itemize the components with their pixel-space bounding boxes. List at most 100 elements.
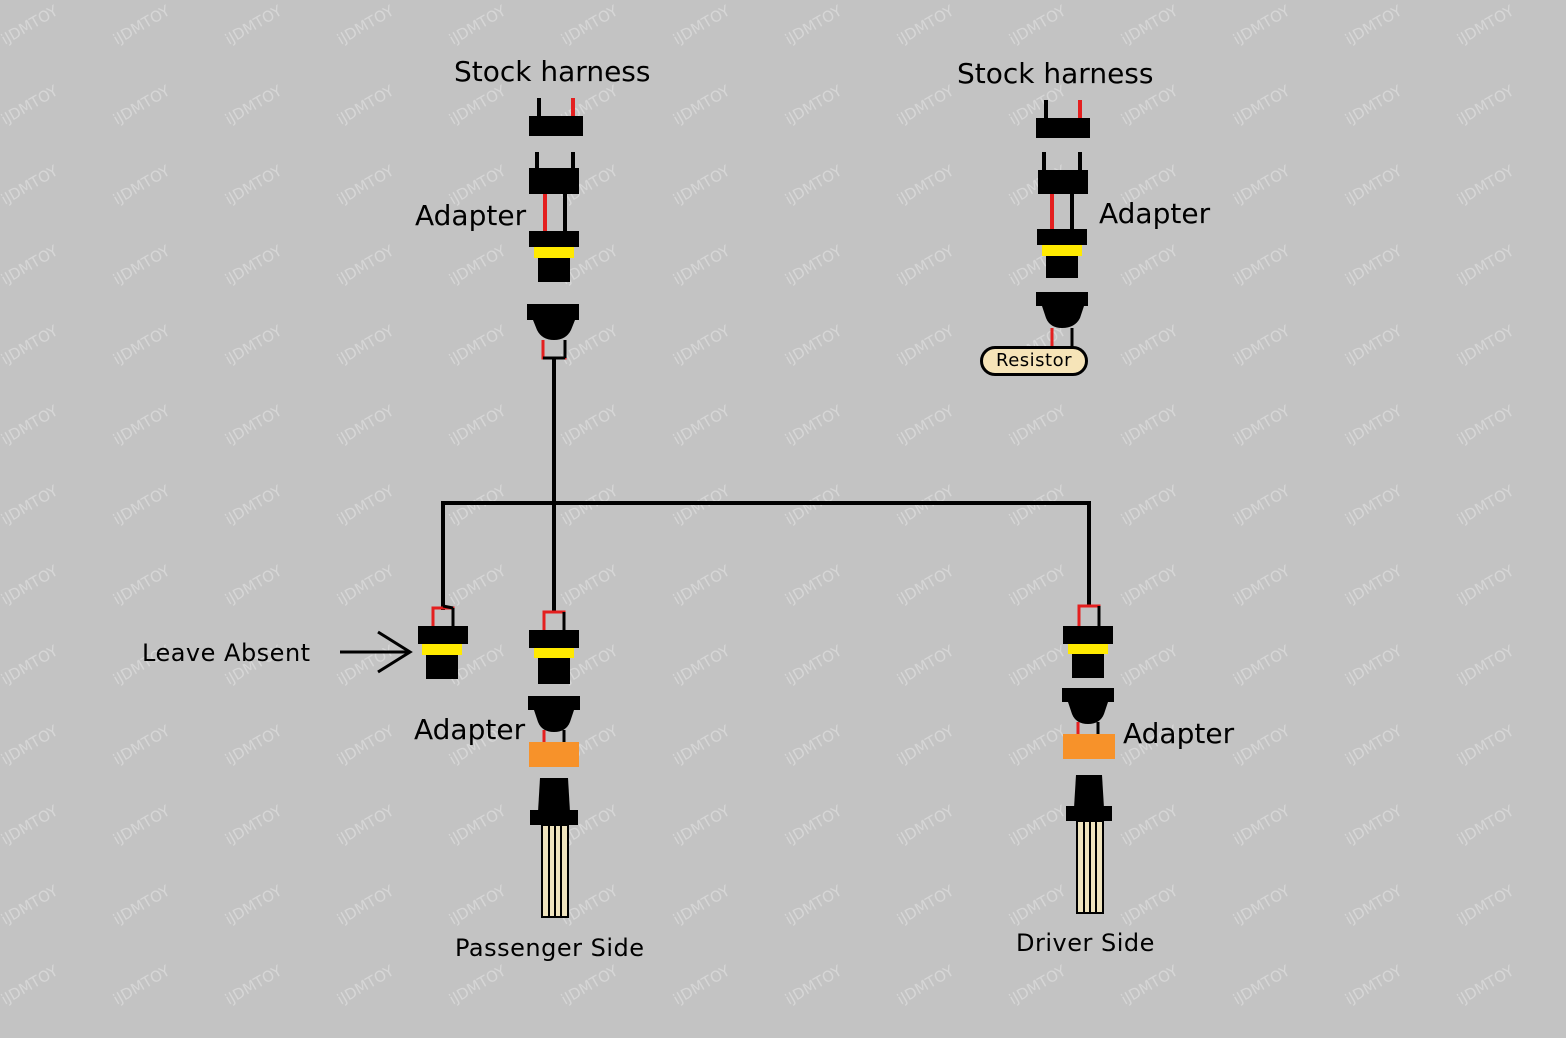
socket-connector-left-top — [527, 304, 579, 360]
watermark-text: iJDMTOY — [1454, 401, 1518, 448]
watermark-text: iJDMTOY — [1342, 1, 1406, 48]
watermark-text: iJDMTOY — [222, 81, 286, 128]
watermark-text: iJDMTOY — [782, 561, 846, 608]
watermark-text: iJDMTOY — [1454, 481, 1518, 528]
watermark-text: iJDMTOY — [222, 1, 286, 48]
watermark-text: iJDMTOY — [1230, 161, 1294, 208]
watermark-text: iJDMTOY — [1006, 721, 1070, 768]
watermark-text: iJDMTOY — [670, 561, 734, 608]
watermark-text: iJDMTOY — [558, 401, 622, 448]
watermark-text: iJDMTOY — [1342, 801, 1406, 848]
watermark-text: iJDMTOY — [670, 881, 734, 928]
watermark-text: iJDMTOY — [222, 241, 286, 288]
watermark-text: iJDMTOY — [1118, 401, 1182, 448]
adapter-connector-left-top — [529, 152, 579, 282]
watermark-text: iJDMTOY — [1230, 801, 1294, 848]
watermark-text: iJDMTOY — [1454, 801, 1518, 848]
watermark-text: iJDMTOY — [0, 881, 62, 928]
watermark-text: iJDMTOY — [1454, 561, 1518, 608]
watermark-text: iJDMTOY — [670, 801, 734, 848]
watermark-text: iJDMTOY — [1454, 241, 1518, 288]
watermark-text: iJDMTOY — [670, 641, 734, 688]
watermark-text: iJDMTOY — [1118, 1, 1182, 48]
watermark-text: iJDMTOY — [670, 321, 734, 368]
watermark-text: iJDMTOY — [1118, 641, 1182, 688]
watermark-text: iJDMTOY — [334, 241, 398, 288]
watermark-text: iJDMTOY — [0, 961, 62, 1008]
watermark-text: iJDMTOY — [670, 81, 734, 128]
watermark-text: iJDMTOY — [222, 881, 286, 928]
leave-absent-connector — [418, 604, 468, 679]
watermark-text: iJDMTOY — [894, 801, 958, 848]
watermark-text: iJDMTOY — [334, 561, 398, 608]
watermark-text: iJDMTOY — [894, 641, 958, 688]
socket-connector-right-top — [1036, 292, 1088, 348]
watermark-text: iJDMTOY — [894, 321, 958, 368]
watermark-text: iJDMTOY — [222, 321, 286, 368]
watermark-text: iJDMTOY — [1006, 1, 1070, 48]
watermark-text: iJDMTOY — [446, 561, 510, 608]
watermark-text: iJDMTOY — [446, 81, 510, 128]
watermark-text: iJDMTOY — [334, 961, 398, 1008]
watermark-text: iJDMTOY — [0, 321, 62, 368]
watermark-text: iJDMTOY — [1454, 321, 1518, 368]
adapter-label-right-top: Adapter — [1099, 197, 1211, 230]
watermark-text: iJDMTOY — [670, 721, 734, 768]
watermark-text: iJDMTOY — [0, 241, 62, 288]
watermark-text: iJDMTOY — [670, 241, 734, 288]
watermark-text: iJDMTOY — [334, 81, 398, 128]
watermark-text: iJDMTOY — [1118, 881, 1182, 928]
stock-harness-connector-left — [529, 98, 583, 136]
watermark-text: iJDMTOY — [782, 881, 846, 928]
wire-harness — [441, 358, 1091, 612]
watermark-text: iJDMTOY — [0, 81, 62, 128]
watermark-text: iJDMTOY — [1118, 961, 1182, 1008]
watermark-text: iJDMTOY — [1118, 561, 1182, 608]
watermark-text: iJDMTOY — [1342, 81, 1406, 128]
watermark-text: iJDMTOY — [446, 241, 510, 288]
watermark-text: iJDMTOY — [0, 561, 62, 608]
watermark-text: iJDMTOY — [670, 961, 734, 1008]
watermark-text: iJDMTOY — [0, 1, 62, 48]
watermark-text: iJDMTOY — [782, 401, 846, 448]
watermark-text: iJDMTOY — [1230, 1, 1294, 48]
watermark-text: iJDMTOY — [782, 81, 846, 128]
watermark-text: iJDMTOY — [110, 241, 174, 288]
watermark-text: iJDMTOY — [894, 961, 958, 1008]
watermark-text: iJDMTOY — [110, 1, 174, 48]
watermark-text: iJDMTOY — [110, 161, 174, 208]
watermark-text: iJDMTOY — [446, 401, 510, 448]
watermark-text: iJDMTOY — [1006, 881, 1070, 928]
watermark-text: iJDMTOY — [1006, 961, 1070, 1008]
watermark-text: iJDMTOY — [1342, 161, 1406, 208]
stock-harness-label-left: Stock harness — [454, 55, 651, 88]
stock-harness-connector-right — [1036, 100, 1090, 138]
passenger-bulb — [530, 778, 578, 918]
watermark-text: iJDMTOY — [446, 961, 510, 1008]
watermark-text: iJDMTOY — [446, 801, 510, 848]
watermark-text: iJDMTOY — [1342, 721, 1406, 768]
watermark-text: iJDMTOY — [334, 1, 398, 48]
watermark-text: iJDMTOY — [894, 81, 958, 128]
watermark-text: iJDMTOY — [334, 321, 398, 368]
watermark-text: iJDMTOY — [1230, 481, 1294, 528]
watermark-text: iJDMTOY — [0, 481, 62, 528]
passenger-adapter-connector — [528, 610, 580, 767]
leave-absent-label: Leave Absent — [142, 639, 311, 667]
arrow-right-icon — [340, 630, 413, 674]
watermark-text: iJDMTOY — [1230, 81, 1294, 128]
watermark-text: iJDMTOY — [782, 641, 846, 688]
watermark-text: iJDMTOY — [670, 161, 734, 208]
watermark-text: iJDMTOY — [1230, 241, 1294, 288]
watermark-text: iJDMTOY — [1342, 641, 1406, 688]
watermark-text: iJDMTOY — [1230, 641, 1294, 688]
watermark-text: iJDMTOY — [334, 161, 398, 208]
watermark-text: iJDMTOY — [894, 241, 958, 288]
watermark-text: iJDMTOY — [894, 1, 958, 48]
watermark-text: iJDMTOY — [894, 161, 958, 208]
driver-bulb — [1066, 775, 1112, 914]
watermark-text: iJDMTOY — [1454, 881, 1518, 928]
watermark-text: iJDMTOY — [782, 801, 846, 848]
watermark-text: iJDMTOY — [782, 1, 846, 48]
